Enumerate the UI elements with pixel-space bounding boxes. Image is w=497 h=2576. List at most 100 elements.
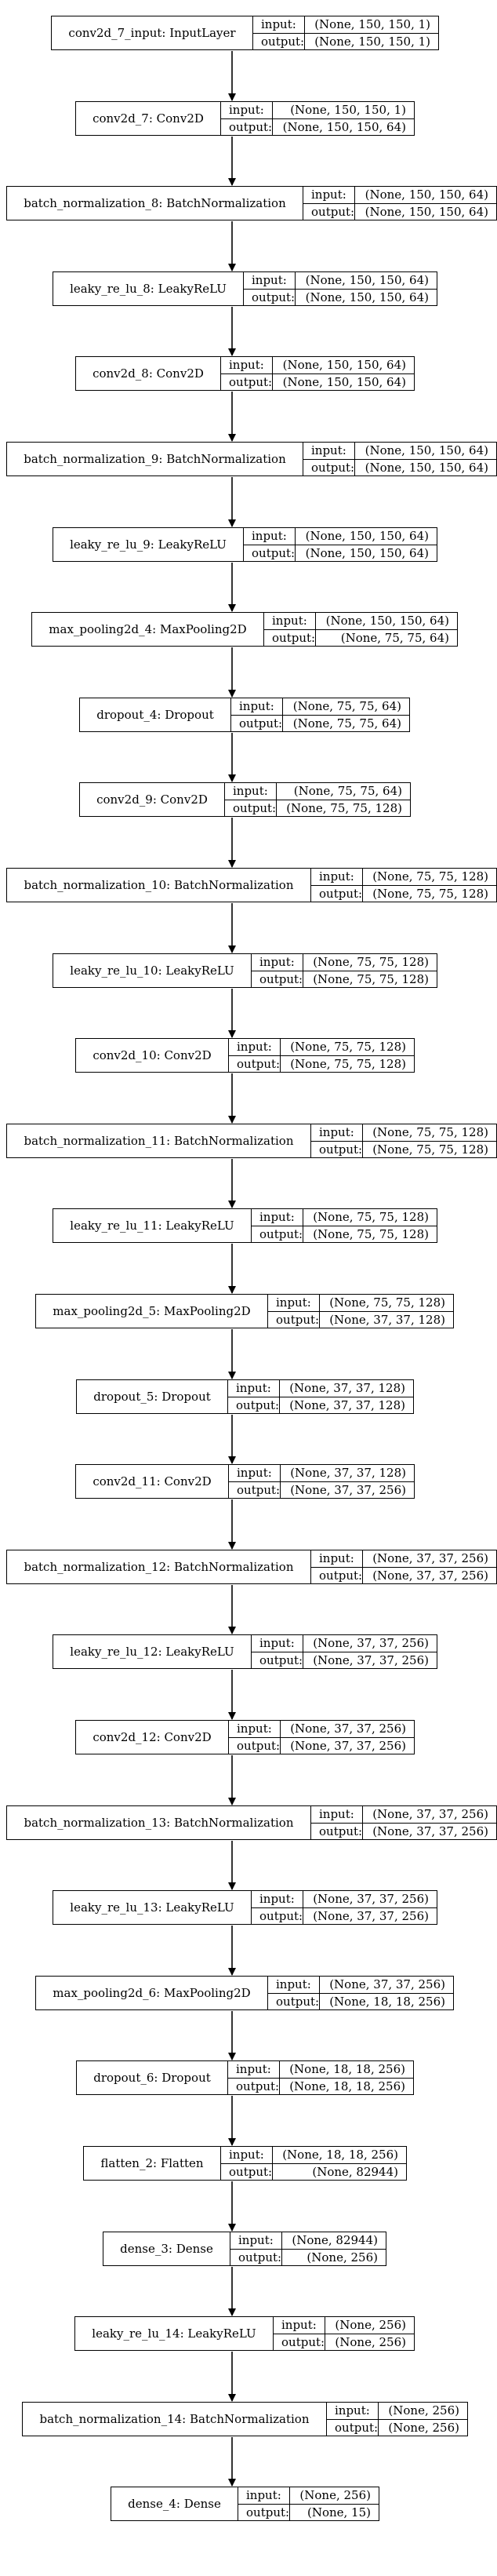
input-shape: (None, 37, 37, 256): [313, 1892, 429, 1907]
layer-shapes: input:(None, 75, 75, 128)output:(None, 7…: [252, 1209, 437, 1242]
output-shape: (None, 75, 75, 128): [313, 1226, 429, 1241]
input-shape: (None, 37, 37, 256): [313, 1636, 429, 1651]
input-row: input:(None, 82944): [230, 2232, 386, 2249]
output-shape: (None, 75, 75, 64): [292, 716, 401, 731]
layer-node: batch_normalization_8: BatchNormalizatio…: [6, 186, 497, 220]
input-row: input:(None, 75, 75, 128): [252, 954, 437, 971]
layer-name: leaky_re_lu_13: LeakyReLU: [53, 1891, 252, 1924]
input-row: input:(None, 37, 37, 256): [252, 1635, 437, 1652]
input-label: input:: [311, 1806, 363, 1823]
layer-name: dense_3: Dense: [103, 2232, 230, 2265]
input-row: input:(None, 256): [327, 2403, 467, 2419]
layer-name: conv2d_11: Conv2D: [76, 1465, 229, 1498]
output-label: output:: [311, 1823, 363, 1839]
output-shape: (None, 150, 150, 64): [282, 119, 406, 134]
layer-shapes: input:(None, 150, 150, 1)output:(None, 1…: [253, 16, 438, 49]
output-shape: (None, 75, 75, 128): [286, 800, 402, 815]
input-row: input:(None, 150, 150, 64): [244, 528, 437, 545]
input-shape: (None, 75, 75, 128): [372, 1125, 488, 1140]
input-label: input:: [311, 1550, 363, 1567]
input-shape: (None, 75, 75, 64): [292, 699, 401, 714]
output-label: output:: [268, 1993, 320, 2009]
layer-shapes: input:(None, 150, 150, 64)output:(None, …: [244, 272, 437, 305]
layer-name: batch_normalization_10: BatchNormalizati…: [7, 869, 311, 902]
input-row: input:(None, 75, 75, 128): [229, 1039, 414, 1055]
output-row: output:(None, 150, 150, 1): [253, 32, 438, 49]
output-row: output:(None, 37, 37, 256): [311, 1822, 496, 1839]
output-label: output:: [225, 800, 277, 816]
layer-shapes: input:(None, 75, 75, 64)output:(None, 75…: [231, 698, 409, 731]
input-row: input:(None, 18, 18, 256): [221, 2147, 406, 2163]
output-row: output:(None, 256): [274, 2333, 414, 2350]
input-shape: (None, 150, 150, 64): [305, 273, 429, 288]
layer-name: batch_normalization_8: BatchNormalizatio…: [7, 187, 303, 220]
input-label: input:: [221, 102, 273, 118]
output-shape: (None, 37, 37, 256): [313, 1908, 429, 1923]
input-label: input:: [311, 1124, 363, 1141]
input-shape: (None, 37, 37, 128): [290, 1466, 406, 1481]
output-label: output:: [229, 1737, 281, 1754]
input-row: input: (None, 150, 150, 64): [264, 613, 457, 629]
input-row: input:(None, 37, 37, 256): [311, 1806, 496, 1823]
output-row: output:(None, 150, 150, 64): [303, 458, 496, 475]
input-label: input:: [229, 1039, 281, 1055]
input-label: input:: [264, 613, 316, 629]
input-shape: (None, 18, 18, 256): [289, 2062, 405, 2077]
layer-shapes: input:(None, 150, 150, 64)output:(None, …: [303, 443, 496, 475]
layer-shapes: input:(None, 256)output:(None, 256): [274, 2317, 414, 2350]
input-label: input:: [252, 1209, 303, 1226]
output-shape: (None, 37, 37, 128): [329, 1312, 445, 1327]
input-row: input:(None, 150, 150, 1): [221, 102, 414, 118]
input-label: input:: [228, 2061, 280, 2078]
output-row: output:(None, 18, 18, 256): [228, 2077, 413, 2094]
input-row: input:(None, 37, 37, 256): [229, 1721, 414, 1737]
output-row: output:(None, 82944): [221, 2162, 406, 2180]
layer-name: leaky_re_lu_10: LeakyReLU: [53, 954, 252, 987]
input-shape: (None, 150, 150, 64): [282, 358, 406, 373]
output-label: output:: [238, 2504, 290, 2520]
input-label: input:: [327, 2403, 379, 2419]
input-row: input:(None, 37, 37, 256): [311, 1550, 496, 1567]
output-shape: (None, 150, 150, 64): [305, 290, 429, 304]
output-label: output:: [264, 629, 316, 646]
output-label: output:: [252, 971, 303, 987]
output-label: output:: [253, 33, 305, 49]
input-row: input:(None, 75, 75, 128): [268, 1295, 453, 1311]
output-shape: (None, 37, 37, 256): [372, 1568, 488, 1583]
input-shape: (None, 82944): [292, 2233, 378, 2248]
input-shape: (None, 150, 150, 64): [325, 614, 449, 629]
output-label: output:: [221, 373, 273, 390]
output-label: output:: [228, 2078, 280, 2094]
output-label: output:: [229, 1481, 281, 1498]
output-row: output:(None, 75, 75, 128): [311, 884, 496, 902]
output-row: output:(None, 150, 150, 64): [244, 544, 437, 561]
output-label: output:: [311, 1567, 363, 1583]
input-label: input:: [225, 783, 277, 800]
input-row: input:(None, 75, 75, 128): [252, 1209, 437, 1226]
layer-shapes: input:(None, 150, 150, 1)output:(None, 1…: [221, 102, 414, 135]
layer-shapes: input:(None, 37, 37, 256)output:(None, 3…: [252, 1891, 437, 1924]
output-label: output:: [327, 2419, 379, 2436]
layer-name: leaky_re_lu_11: LeakyReLU: [53, 1209, 252, 1242]
input-label: input:: [252, 1891, 303, 1907]
output-label: output:: [244, 289, 296, 305]
layer-node: batch_normalization_13: BatchNormalizati…: [6, 1805, 497, 1840]
output-label: output:: [303, 459, 355, 475]
input-shape: (None, 37, 37, 256): [329, 1977, 445, 1992]
output-shape: (None, 82944): [312, 2164, 398, 2179]
layer-shapes: input:(None, 75, 75, 128)output:(None, 7…: [311, 1124, 496, 1157]
output-row: output: (None, 75, 75, 128): [225, 799, 410, 816]
layer-name: leaky_re_lu_14: LeakyReLU: [75, 2317, 274, 2350]
layer-shapes: input:(None, 82944)output:(None, 256): [230, 2232, 386, 2265]
edges-layer: [228, 51, 236, 2487]
